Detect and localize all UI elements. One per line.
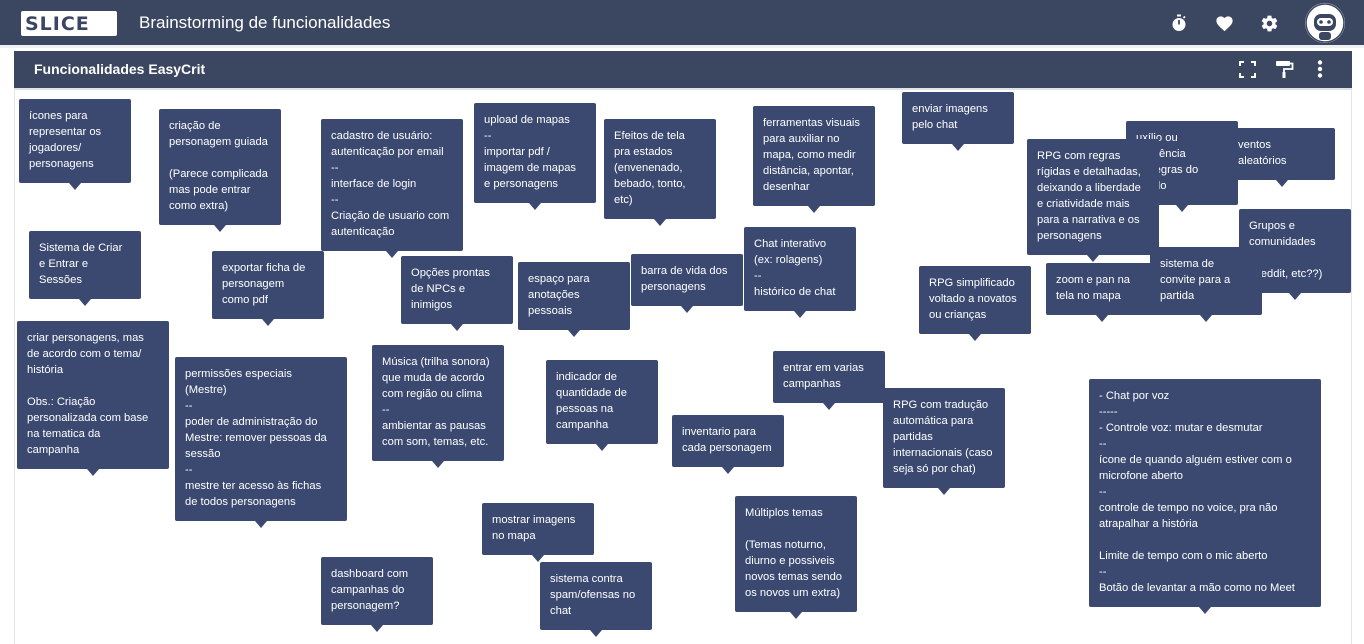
sticky-note[interactable]: RPG com tradução automática para partida… (883, 388, 1005, 495)
sticky-note[interactable]: espaço para anotações pessoais (518, 262, 630, 337)
sticky-note[interactable]: criação de personagem guiada (Parece com… (159, 109, 281, 232)
sticky-note[interactable]: barra de vida dos personagens (631, 254, 743, 313)
sticky-note[interactable]: dashboard com campanhas do personagem? (321, 557, 433, 632)
sticky-note[interactable]: mostrar imagens no mapa (482, 503, 594, 562)
sticky-note[interactable]: Sistema de Criar e Entrar e Sessões (29, 231, 141, 306)
gear-icon[interactable] (1259, 13, 1279, 33)
timer-icon[interactable] (1169, 13, 1189, 33)
sticky-note[interactable]: Efeitos de tela pra estados (envenenado,… (604, 119, 716, 226)
sticky-note[interactable]: upload de mapas -- importar pdf / imagem… (474, 103, 596, 210)
sticky-note[interactable]: ícones para representar os jogadores/ pe… (19, 99, 131, 190)
sticky-note[interactable]: indicador de quantidade de pessoas na ca… (546, 360, 658, 451)
sticky-note[interactable]: cadastro de usuário: autenticação por em… (321, 119, 463, 258)
sticky-note[interactable]: Opções prontas de NPCs e inimigos (401, 256, 513, 331)
sticky-note[interactable]: entrar em varias campanhas (773, 351, 885, 410)
sticky-note[interactable]: RPG simplificado voltado a novatos ou cr… (919, 266, 1031, 341)
sticky-note[interactable]: RPG com regras rígidas e detalhadas, dei… (1027, 139, 1159, 262)
sticky-note[interactable]: sistema de convite para a partida (1150, 247, 1262, 322)
sticky-note[interactable]: sistema contra spam/ofensas no chat (540, 562, 652, 637)
slice-logo[interactable]: SLICE (21, 11, 117, 36)
top-bar-divider (0, 45, 1364, 48)
fullscreen-icon[interactable] (1237, 59, 1257, 79)
sticky-note[interactable]: permissões especiais (Mestre) -- poder d… (175, 357, 347, 528)
board-header-divider (14, 88, 1352, 90)
paint-roller-icon[interactable] (1274, 59, 1294, 79)
sticky-note[interactable]: - Chat por voz ----- - Controle voz: mut… (1089, 379, 1321, 614)
sticky-note[interactable]: zoom e pan na tela no mapa (1046, 263, 1158, 322)
page-title: Brainstorming de funcionalidades (139, 13, 391, 32)
heart-icon[interactable] (1214, 13, 1234, 33)
sticky-note[interactable]: Múltiplos temas (Temas noturno, diurno e… (735, 496, 857, 619)
more-vertical-icon[interactable] (1310, 59, 1330, 79)
sticky-note[interactable]: Música (trilha sonora) que muda de acord… (372, 345, 504, 468)
top-bar: SLICE Brainstorming de funcionalidades (0, 0, 1364, 45)
sticky-note[interactable]: exportar ficha de personagem como pdf (212, 251, 324, 326)
sticky-note[interactable]: criar personagens, mas de acordo com o t… (17, 321, 169, 476)
logo-text: SLICE (25, 12, 90, 35)
board-header: Funcionalidades EasyCrit (14, 51, 1352, 88)
sticky-note[interactable]: ventos aleatórios (1228, 128, 1335, 187)
sticky-note[interactable]: inventario para cada personagem (672, 415, 784, 474)
sticky-note[interactable]: enviar imagens pelo chat (902, 92, 1014, 151)
sticky-note[interactable]: Chat interativo (ex: rolagens) -- histór… (744, 227, 856, 318)
robot-avatar[interactable] (1305, 3, 1345, 43)
board-title: Funcionalidades EasyCrit (34, 61, 206, 77)
sticky-note[interactable]: ferramentas visuais para auxiliar no map… (753, 106, 875, 213)
